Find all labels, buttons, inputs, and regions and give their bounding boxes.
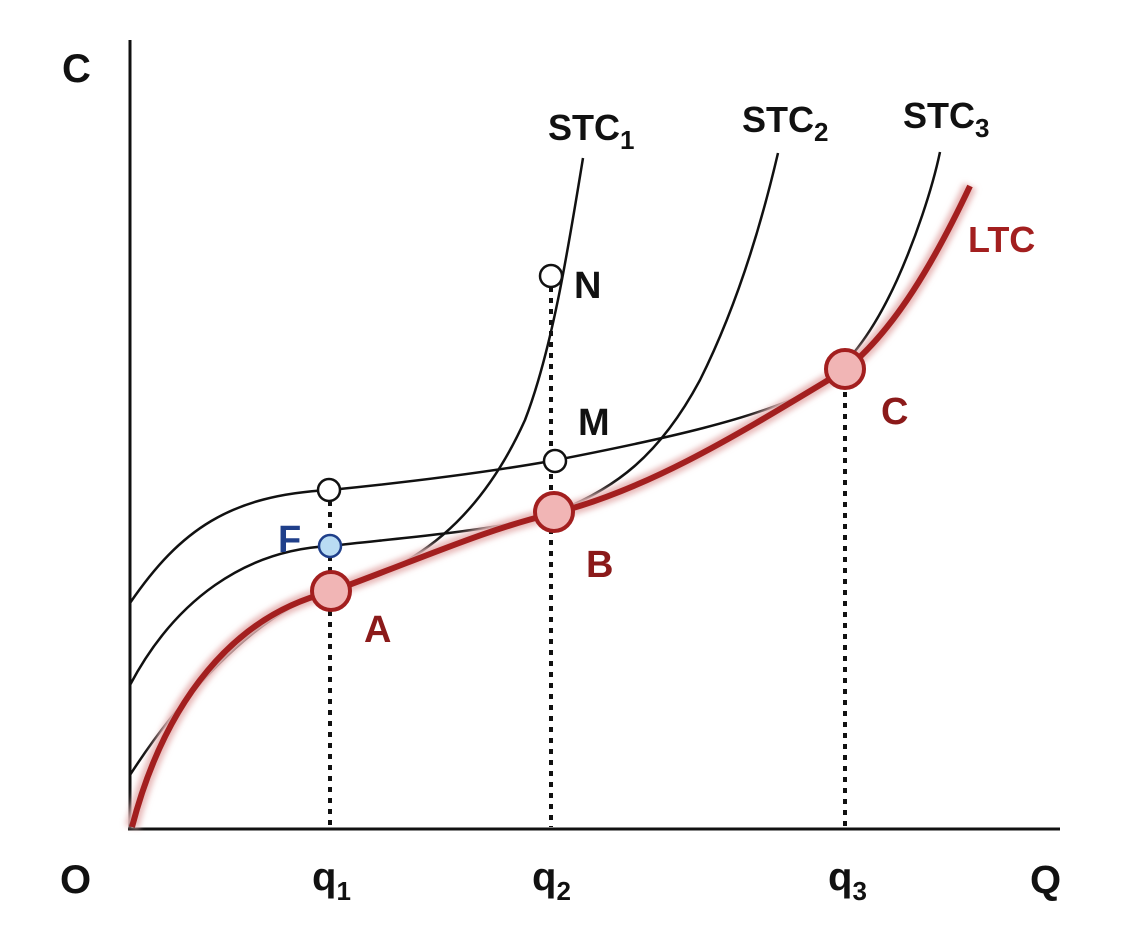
tick-q1-base: q — [312, 855, 336, 899]
stc3-label-sub: 3 — [975, 113, 989, 143]
y-axis-label: C — [62, 47, 91, 91]
point-f-marker — [317, 533, 343, 559]
point-f-label: F — [278, 519, 301, 561]
tick-q1-sub: 1 — [336, 876, 350, 906]
tick-q3-base: q — [828, 855, 852, 899]
tick-q3: q3 — [828, 855, 867, 906]
stc3-q1-marker — [316, 477, 342, 503]
stc3-label: STC3 — [903, 95, 989, 143]
stc1-label-base: STC — [548, 107, 620, 148]
stc2-label-sub: 2 — [814, 117, 828, 147]
point-b-marker — [533, 491, 575, 533]
point-m-marker — [542, 448, 568, 474]
point-m-label: M — [578, 402, 610, 444]
stc2-label-base: STC — [742, 99, 814, 140]
point-n-marker — [538, 263, 564, 289]
stc2-label: STC2 — [742, 99, 828, 147]
point-a-marker — [310, 570, 352, 612]
ltc-label: LTC — [968, 219, 1035, 260]
point-b-label: B — [586, 544, 613, 586]
x-axis-label: Q — [1030, 858, 1061, 902]
stc1-label: STC1 — [548, 107, 634, 155]
tick-q1: q1 — [312, 855, 351, 906]
point-a-label: A — [364, 609, 391, 651]
point-n-label: N — [574, 265, 601, 307]
tick-q3-sub: 3 — [852, 876, 866, 906]
stc2-curve — [128, 152, 780, 686]
point-c-marker — [824, 348, 866, 390]
tick-q2: q2 — [532, 855, 571, 906]
tick-q2-sub: 2 — [556, 876, 570, 906]
stc3-curve — [128, 151, 942, 604]
origin-label: O — [60, 858, 91, 902]
point-c-label: C — [881, 391, 908, 433]
stc1-label-sub: 1 — [620, 125, 634, 155]
tick-q2-base: q — [532, 855, 556, 899]
stc3-label-base: STC — [903, 95, 975, 136]
